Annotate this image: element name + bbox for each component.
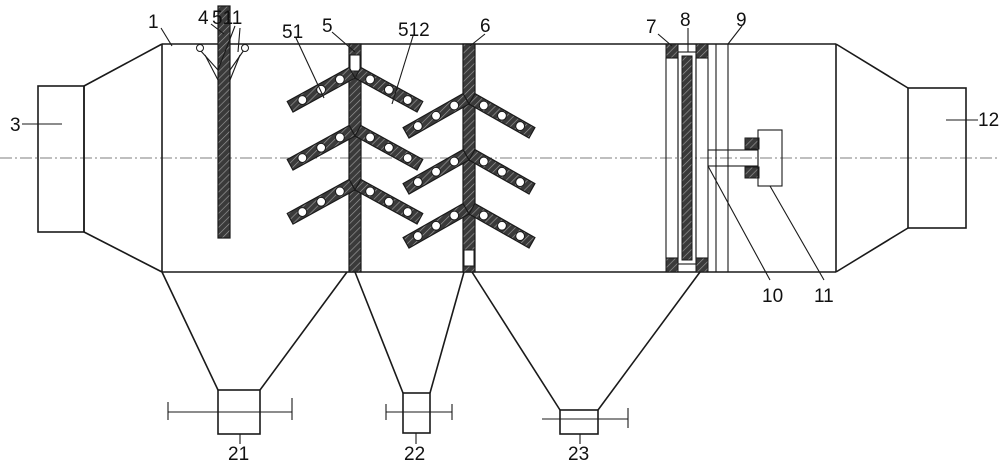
plate-hole [449, 210, 460, 221]
plate-hole [412, 121, 423, 131]
label-filter: 8 [680, 10, 691, 31]
plate-hole [478, 210, 489, 221]
plate-hole [515, 121, 526, 131]
plate-hole [383, 84, 394, 95]
leader-lines [22, 23, 978, 444]
plate-hole [316, 196, 327, 207]
label-hopper-three: 23 [568, 444, 589, 465]
nozzle-left [196, 44, 204, 52]
housing-body [161, 43, 837, 273]
label-nozzle: 511 [212, 8, 242, 29]
partition-five [286, 43, 424, 273]
label-partition-five: 5 [322, 16, 333, 37]
plate-hole [515, 231, 526, 241]
label-inlet: 3 [10, 115, 21, 136]
plate-hole [365, 74, 375, 85]
plate-hole [383, 196, 394, 207]
label-motor: 11 [814, 286, 834, 307]
hopper-three [471, 271, 701, 435]
plate-hole [335, 132, 345, 143]
label-shaft: 10 [762, 286, 783, 307]
plate-hole [383, 142, 394, 153]
filter-frame [665, 43, 729, 273]
plate-hole [316, 142, 327, 153]
plate-hole [431, 166, 441, 177]
plate-hole [515, 177, 526, 187]
plate-hole [497, 166, 507, 177]
inlet-duct [37, 43, 163, 273]
hopper-one [161, 271, 348, 435]
label-frame: 7 [646, 17, 657, 38]
plate-hole [365, 186, 375, 197]
plate-hole [297, 153, 308, 163]
plate-hole [412, 177, 423, 187]
plate-hole [297, 207, 308, 217]
plate-hole [431, 220, 441, 231]
partition-six [402, 43, 536, 273]
label-hopper-two: 22 [404, 444, 425, 465]
plate-hole [449, 100, 460, 111]
label-outlet: 12 [978, 110, 999, 131]
label-baffle: 512 [398, 20, 430, 41]
plate-hole [402, 207, 413, 217]
plate-hole [431, 110, 441, 121]
hopper-two [354, 271, 465, 434]
label-support: 9 [736, 10, 747, 31]
label-spray-pipe: 4 [198, 8, 209, 29]
plate-hole [297, 95, 308, 105]
plate-hole [412, 231, 423, 241]
plate-hole [335, 74, 345, 85]
label-hopper-one: 21 [228, 444, 249, 465]
plate-hole [497, 220, 507, 231]
label-housing: 1 [148, 12, 159, 33]
outlet-duct [835, 43, 967, 273]
label-plate-group: 51 [282, 22, 303, 43]
plate-hole [365, 132, 375, 143]
nozzle-right [241, 44, 249, 52]
plate-hole [402, 153, 413, 163]
plate-hole [478, 156, 489, 167]
plate-hole [402, 95, 413, 105]
plate-hole [497, 110, 507, 121]
spray-pipe [196, 5, 249, 239]
label-partition-six: 6 [480, 16, 491, 37]
plate-hole [335, 186, 345, 197]
plate-hole [478, 100, 489, 111]
plate-hole [449, 156, 460, 167]
